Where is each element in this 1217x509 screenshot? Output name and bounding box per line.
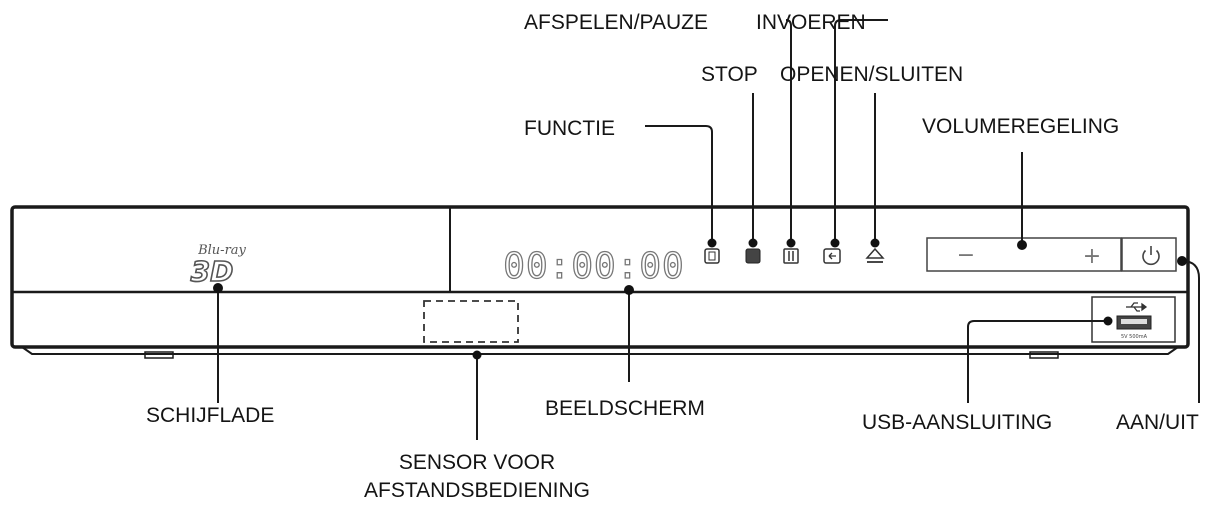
power-button[interactable] [1121,237,1177,272]
stop-icon [745,248,761,264]
eject-icon [865,247,885,259]
stop-button[interactable] [745,248,761,264]
enter-icon [823,248,841,264]
function-button[interactable] [704,248,720,264]
label-functie: FUNCTIE [524,117,615,140]
usb-caption: 5V 500mA [1121,334,1148,340]
label-schijflade: SCHIJFLADE [146,404,275,427]
play-pause-button[interactable] [783,248,799,264]
usb-icon [1126,302,1148,312]
label-sensor-line2: AFSTANDSBEDIENING [364,479,590,502]
label-aan-uit: AAN/UIT [1116,411,1199,434]
label-sensor-line1: SENSOR VOOR [398,451,556,474]
volume-plus-button[interactable]: + [1083,244,1101,269]
label-openen-sluiten: OPENEN/SLUITEN [780,63,964,86]
logo-bluray-text: Blu-ray [197,243,246,258]
leader-afspelen [785,19,792,243]
label-usb-aansluiting: USB-AANSLUITING [862,411,1053,434]
leader-dots [213,238,1187,360]
label-invoeren: INVOEREN [756,11,866,34]
display-readout: 00:00:00 [503,246,684,287]
label-stop: STOP [701,63,758,86]
remote-sensor-window [423,300,519,343]
volume-control[interactable]: − + [926,237,1122,272]
bluray-3d-logo: Blu-ray 3D [190,243,247,289]
usb-port[interactable]: 5V 500mA [1091,296,1176,343]
label-afspelen-pauze: AFSPELEN/PAUZE [524,11,708,34]
leader-invoeren [834,19,888,243]
foot-right [1029,351,1059,359]
leader-functie [645,125,713,243]
eject-button[interactable] [865,247,885,263]
label-volumeregeling: VOLUMEREGELING [922,115,1120,138]
foot-left [144,351,174,359]
logo-3d-text: 3D [191,255,234,288]
player-body [10,205,1190,359]
label-beeldscherm: BEELDSCHERM [545,397,705,420]
enter-button[interactable] [823,248,841,264]
volume-minus-button[interactable]: − [957,243,975,268]
leader-aan-uit [1181,260,1200,403]
play-pause-icon [783,248,799,264]
leader-usb [967,320,1108,403]
power-icon [1142,246,1160,266]
function-icon [704,248,720,264]
